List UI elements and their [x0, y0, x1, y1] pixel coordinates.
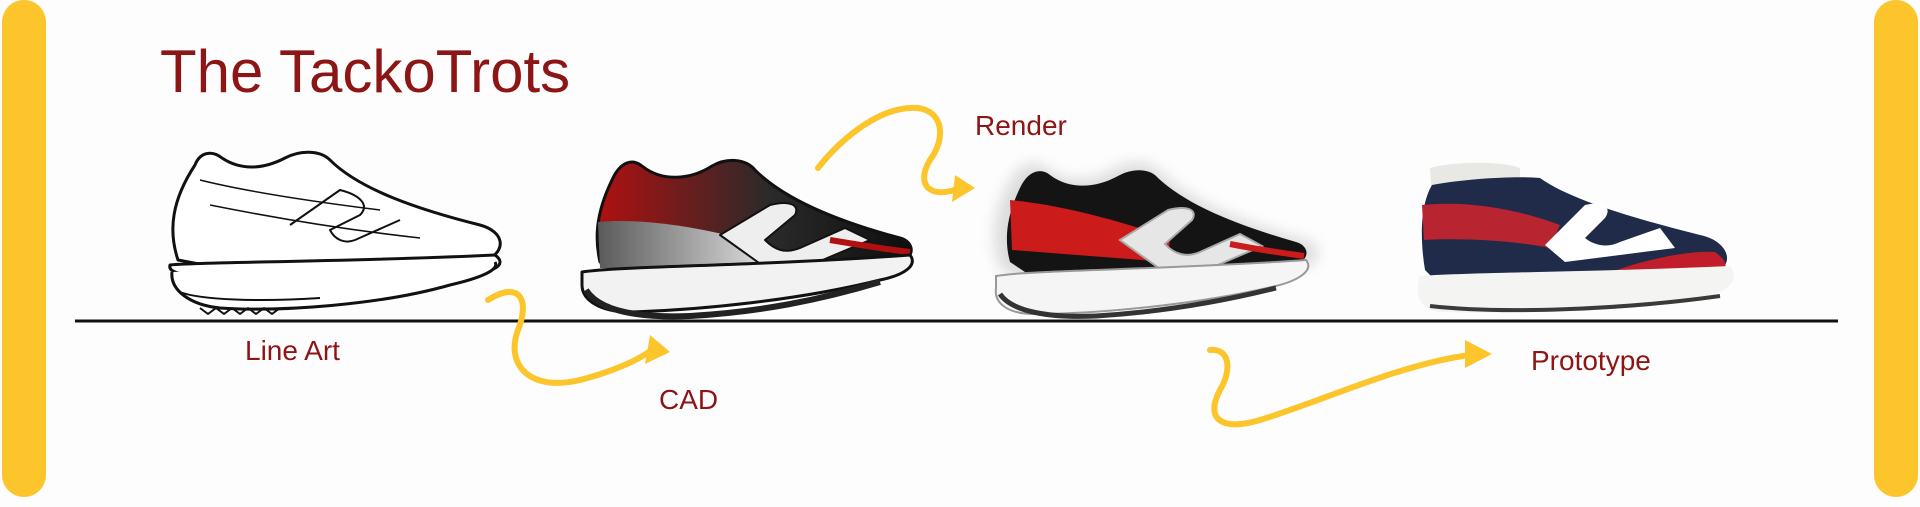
stage-label-cad: CAD — [659, 384, 719, 415]
arrow-heads — [645, 175, 1492, 368]
rendered-shoe — [994, 162, 1318, 319]
arrow-render-to-prototype — [1207, 346, 1473, 428]
stage-label-prototype: Prototype — [1531, 345, 1651, 376]
prototype-shoe — [1417, 162, 1734, 313]
cad-shoe — [580, 159, 914, 320]
left-accent-bar — [2, 0, 46, 497]
arrowhead-render — [952, 175, 975, 202]
page-title: The TackoTrots — [160, 38, 571, 105]
arrowhead-cad — [645, 335, 670, 364]
arrow-cad-to-render — [815, 104, 963, 196]
line-art-shoe — [168, 150, 502, 315]
flow-arrows — [485, 104, 1473, 428]
arrowhead-prototype — [1465, 340, 1492, 368]
right-accent-bar — [1874, 0, 1918, 497]
arrow-lineart-to-cad — [485, 289, 655, 386]
stage-label-line-art: Line Art — [245, 335, 340, 366]
stage-label-render: Render — [975, 110, 1067, 141]
